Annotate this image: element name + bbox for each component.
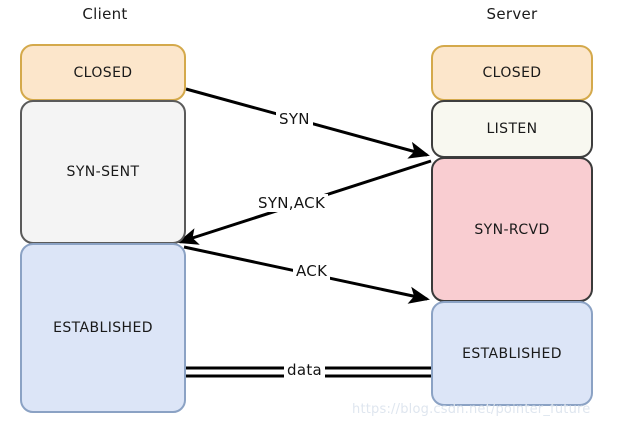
message-label-syn-ack: SYN,ACK bbox=[255, 194, 329, 212]
state-box-server-listen: LISTEN bbox=[431, 100, 593, 158]
column-title-server: Server bbox=[486, 5, 538, 23]
state-box-server-closed: CLOSED bbox=[431, 45, 593, 101]
message-label-ack: ACK bbox=[293, 262, 331, 280]
message-label-data: data bbox=[284, 361, 325, 379]
state-box-client-syn-sent: SYN-SENT bbox=[20, 100, 186, 244]
watermark-text: https://blog.csdn.net/pointer_future bbox=[352, 402, 591, 417]
column-title-client: Client bbox=[82, 5, 128, 23]
message-label-syn: SYN bbox=[276, 110, 313, 128]
state-box-client-established: ESTABLISHED bbox=[20, 243, 186, 413]
state-box-server-syn-rcvd: SYN-RCVD bbox=[431, 157, 593, 302]
state-box-client-closed: CLOSED bbox=[20, 44, 186, 101]
state-box-server-established: ESTABLISHED bbox=[431, 301, 593, 406]
